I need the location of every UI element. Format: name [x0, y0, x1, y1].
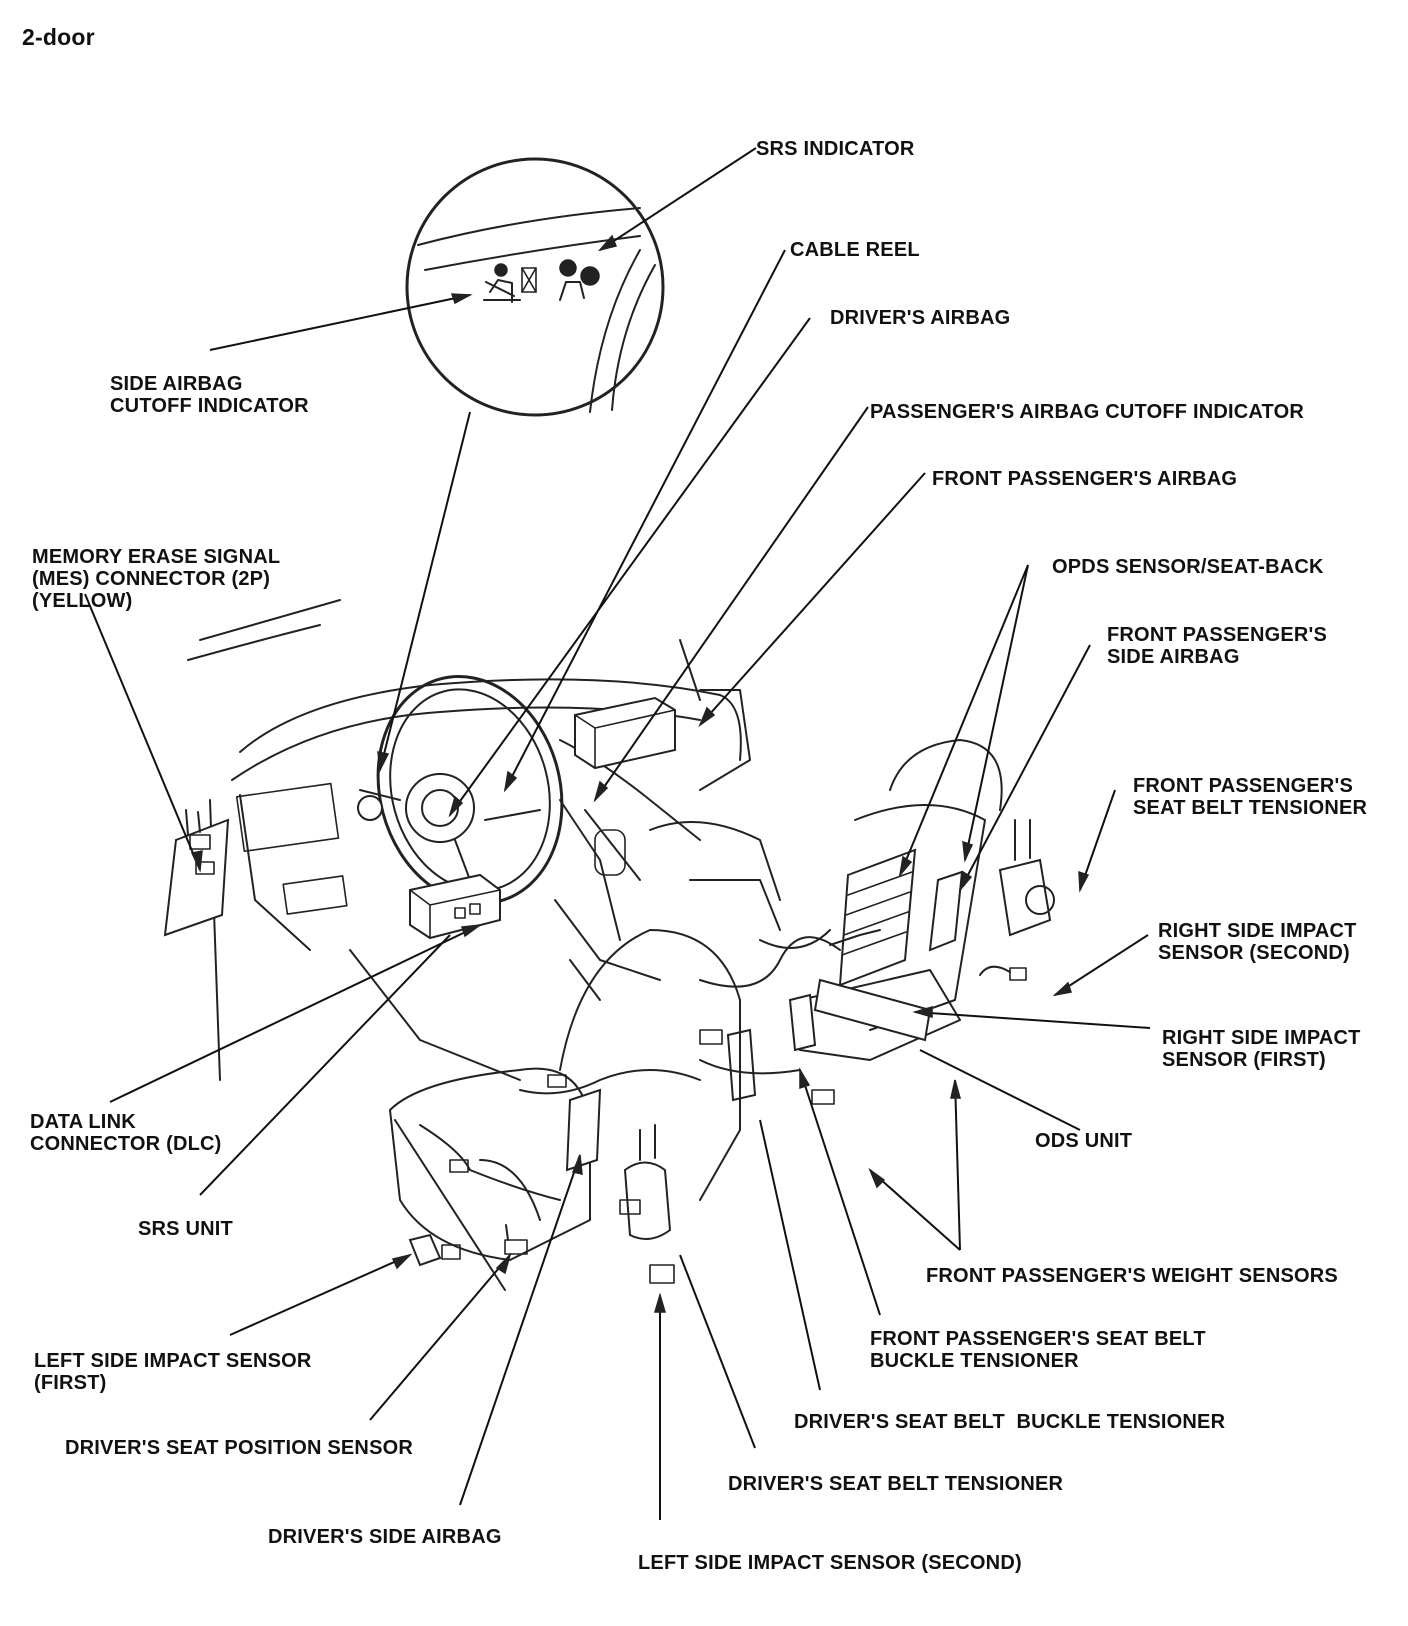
arrowheads: [190, 234, 1090, 1313]
side-airbag-cutoff-icon: [483, 263, 537, 303]
label-srs-unit: SRS UNIT: [138, 1218, 233, 1240]
steering-wheel: [357, 675, 564, 905]
driver-seat: [389, 929, 741, 1291]
leader-lines: [84, 147, 1151, 1520]
front-passenger-airbag-module: [574, 696, 676, 770]
detail-magnifier: [405, 157, 665, 417]
label-drivers-buckle-tensioner: DRIVER'S SEAT BELT BUCKLE TENSIONER: [794, 1411, 1226, 1433]
label-mes-connector: MEMORY ERASE SIGNAL (MES) CONNECTOR (2P)…: [32, 546, 281, 612]
label-front-passengers-weight-sensors: FRONT PASSENGER'S WEIGHT SENSORS: [926, 1265, 1338, 1287]
label-drivers-seat-position-sensor: DRIVER'S SEAT POSITION SENSOR: [65, 1437, 414, 1459]
label-opds-sensor: OPDS SENSOR/SEAT-BACK: [1052, 556, 1324, 578]
label-side-airbag-cutoff-indicator: SIDE AIRBAG CUTOFF INDICATOR: [110, 373, 309, 417]
label-left-side-impact-sensor-second: LEFT SIDE IMPACT SENSOR (SECOND): [638, 1552, 1022, 1574]
label-ods-unit: ODS UNIT: [1035, 1130, 1133, 1152]
label-data-link-connector: DATA LINK CONNECTOR (DLC): [30, 1111, 222, 1155]
passenger-seat: [649, 739, 1055, 1105]
label-passengers-airbag-cutoff-indicator: PASSENGER'S AIRBAG CUTOFF INDICATOR: [870, 401, 1305, 423]
label-front-passengers-side-airbag: FRONT PASSENGER'S SIDE AIRBAG: [1107, 624, 1328, 668]
center-console: [554, 799, 661, 1001]
label-drivers-side-airbag: DRIVER'S SIDE AIRBAG: [268, 1526, 502, 1548]
label-left-side-impact-sensor-first: LEFT SIDE IMPACT SENSOR (FIRST): [34, 1350, 312, 1394]
label-srs-indicator: SRS INDICATOR: [756, 138, 915, 160]
label-front-passengers-buckle-tensioner: FRONT PASSENGER'S SEAT BELT BUCKLE TENSI…: [870, 1328, 1206, 1372]
diagram-title: 2-door: [22, 24, 95, 50]
label-right-side-impact-sensor-first: RIGHT SIDE IMPACT SENSOR (FIRST): [1162, 1027, 1361, 1071]
srs-unit-module: [409, 873, 501, 940]
label-front-passengers-seat-belt-tensioner: FRONT PASSENGER'S SEAT BELT TENSIONER: [1133, 775, 1368, 819]
label-right-side-impact-sensor-second: RIGHT SIDE IMPACT SENSOR (SECOND): [1158, 920, 1357, 964]
label-cable-reel: CABLE REEL: [790, 239, 920, 261]
dashboard: [187, 599, 751, 1081]
mes-connector-module: [163, 809, 230, 937]
label-drivers-seat-belt-tensioner: DRIVER'S SEAT BELT TENSIONER: [728, 1473, 1064, 1495]
label-drivers-airbag: DRIVER'S AIRBAG: [830, 307, 1011, 329]
srs-indicator-icon: [559, 259, 600, 301]
label-front-passengers-airbag: FRONT PASSENGER'S AIRBAG: [932, 468, 1238, 490]
